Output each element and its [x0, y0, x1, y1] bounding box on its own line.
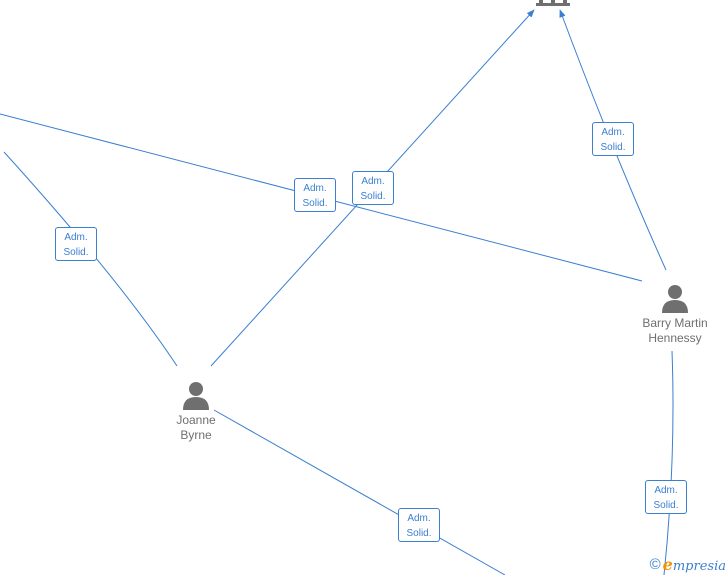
relation-badge-line2: Solid. — [360, 191, 386, 202]
person-node-barry-martin-hennessy[interactable]: Barry Martin Hennessy — [630, 283, 720, 346]
relation-badge[interactable]: Adm. Solid. — [294, 178, 336, 212]
company-icon[interactable] — [536, 0, 570, 6]
person-first-name: Barry Martin — [642, 316, 708, 330]
empresia-watermark: © empresia — [649, 555, 726, 574]
person-last-name: Byrne — [180, 428, 212, 442]
relation-badge[interactable]: Adm. Solid. — [645, 480, 687, 514]
relation-badge-line1: Adm. — [64, 232, 88, 243]
relation-badge[interactable]: Adm. Solid. — [398, 508, 440, 542]
relation-badge[interactable]: Adm. Solid. — [592, 122, 634, 156]
edge-joanne-to-bottom — [213, 409, 506, 575]
relation-badge-line1: Adm. — [303, 183, 327, 194]
relation-badge-line2: Solid. — [406, 528, 432, 539]
person-icon — [662, 285, 688, 313]
relation-badge[interactable]: Adm. Solid. — [55, 227, 97, 261]
person-last-name: Hennessy — [648, 331, 702, 345]
relation-badge-line1: Adm. — [601, 127, 625, 138]
brand-logo: empresia — [663, 555, 726, 574]
relation-badge-line2: Solid. — [653, 500, 679, 511]
brand-logo-initial: e — [662, 554, 673, 574]
copyright-symbol: © — [649, 555, 661, 573]
relation-badge-line1: Adm. — [654, 485, 678, 496]
brand-logo-rest: mpresia — [672, 558, 726, 574]
person-node-joanne-byrne[interactable]: Joanne Byrne — [151, 380, 241, 443]
person-first-name: Joanne — [176, 413, 216, 427]
relation-badge-line1: Adm. — [407, 513, 431, 524]
relation-badge-line2: Solid. — [63, 247, 89, 258]
relation-badge-line2: Solid. — [302, 198, 328, 209]
relation-badge[interactable]: Adm. Solid. — [352, 171, 394, 205]
relation-badge-line2: Solid. — [600, 142, 626, 153]
relation-badge-line1: Adm. — [361, 176, 385, 187]
edge-left-to-joanne — [3, 151, 178, 367]
edge-barry-to-bottom — [663, 350, 674, 575]
person-icon — [183, 382, 209, 410]
